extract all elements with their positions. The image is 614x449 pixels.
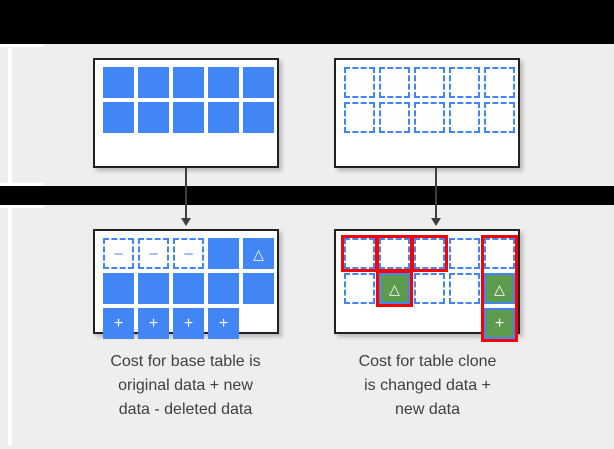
cell-r2c3 (173, 102, 204, 133)
triangle-icon: △ (253, 245, 264, 262)
cell-r1c4 (449, 238, 480, 269)
cell-r1c5 (484, 238, 515, 269)
cell-r3c1 (344, 308, 375, 339)
left-gutter-line-lower (8, 208, 12, 446)
cell-r2c1 (344, 102, 375, 133)
cell-r2c5 (484, 102, 515, 133)
cell-r2c3 (414, 102, 445, 133)
cell-r3c5: + (484, 308, 515, 339)
cell-r1c3 (173, 67, 204, 98)
cell-r2c5 (243, 102, 274, 133)
plus-icon: + (183, 314, 194, 332)
cell-grid: – – – △ + + + + (103, 238, 274, 339)
cell-r3c2 (379, 308, 410, 339)
cell-r1c1: – (103, 238, 134, 269)
cell-r1c2 (379, 238, 410, 269)
cell-r1c4 (208, 238, 239, 269)
cell-grid (344, 67, 515, 133)
panel-base-table-after-changes: – – – △ + + + + (93, 229, 279, 339)
cell-r1c4 (449, 67, 480, 98)
left-gutter-line-upper (8, 48, 12, 184)
cell-r1c2 (138, 67, 169, 98)
cell-r1c3 (414, 67, 445, 98)
panel-base-table-original (93, 58, 279, 168)
cell-r3c3: + (173, 308, 204, 339)
cell-r2c4 (208, 273, 239, 304)
arrow-base-table-line (185, 168, 187, 222)
middle-black-band (0, 186, 614, 205)
minus-icon: – (184, 245, 193, 262)
triangle-icon: △ (389, 280, 400, 297)
cell-r3c2: + (138, 308, 169, 339)
cell-r1c5: △ (243, 238, 274, 269)
panel-table-clone-after-changes: △ △ + (334, 229, 520, 342)
cell-grid: △ △ + (344, 238, 515, 339)
plus-icon: + (113, 314, 124, 332)
cell-r2c3 (173, 273, 204, 304)
band-edge-highlight-mid-lower (0, 205, 44, 208)
minus-icon: – (114, 245, 123, 262)
cell-r1c5 (484, 67, 515, 98)
triangle-icon: △ (494, 280, 505, 297)
cell-r2c1 (344, 273, 375, 304)
cell-grid (103, 67, 274, 133)
arrow-table-clone-head-icon (431, 218, 441, 226)
cell-r2c1 (103, 273, 134, 304)
cell-r2c2 (379, 102, 410, 133)
panel-table-clone-original (334, 58, 520, 168)
cell-r1c1 (344, 67, 375, 98)
cell-r3c4: + (208, 308, 239, 339)
cell-r3c3 (414, 308, 445, 339)
cell-r2c1 (103, 102, 134, 133)
cell-r2c2: △ (379, 273, 410, 304)
arrow-base-table-head-icon (181, 218, 191, 226)
cell-r2c4 (449, 273, 480, 304)
cell-r1c5 (243, 67, 274, 98)
cell-r1c3 (414, 238, 445, 269)
cell-r2c4 (449, 102, 480, 133)
top-black-band (0, 0, 614, 44)
cell-r2c2 (138, 273, 169, 304)
plus-icon: + (148, 314, 159, 332)
cell-r1c1 (344, 238, 375, 269)
cell-r2c5: △ (484, 273, 515, 304)
caption-base-table: Cost for base table is original data + n… (110, 353, 261, 418)
plus-icon: + (218, 314, 229, 332)
minus-icon: – (149, 245, 158, 262)
cell-r2c2 (138, 102, 169, 133)
arrow-table-clone-line (435, 168, 437, 222)
cell-r3c5 (243, 308, 274, 339)
band-edge-highlight-mid-upper (0, 183, 44, 186)
plus-icon: + (494, 314, 505, 332)
cell-r3c4 (449, 308, 480, 339)
cell-r1c1 (103, 67, 134, 98)
cell-r2c5 (243, 273, 274, 304)
cell-r1c2 (379, 67, 410, 98)
band-edge-highlight-top (0, 44, 44, 47)
cell-r1c4 (208, 67, 239, 98)
cell-r2c4 (208, 102, 239, 133)
cell-r1c3: – (173, 238, 204, 269)
cell-r3c1: + (103, 308, 134, 339)
cell-r1c2: – (138, 238, 169, 269)
caption-table-clone: Cost for table clone is changed data + n… (358, 353, 497, 418)
cell-r2c3 (414, 273, 445, 304)
